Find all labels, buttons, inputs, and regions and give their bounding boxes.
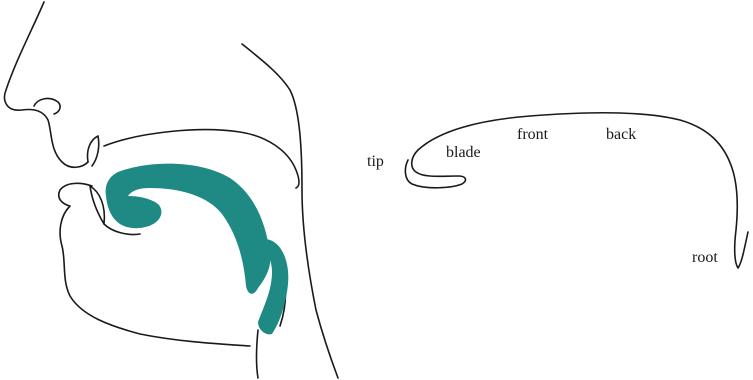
tongue-shape bbox=[106, 164, 271, 294]
tongue-outline bbox=[405, 113, 748, 268]
upper-incisor bbox=[87, 136, 98, 166]
face-profile-upper bbox=[5, 2, 88, 167]
label-tip: tip bbox=[367, 153, 384, 170]
tongue-outline-diagram: tip blade front back root bbox=[367, 113, 748, 268]
label-back: back bbox=[606, 126, 636, 143]
label-root: root bbox=[692, 249, 718, 266]
label-front: front bbox=[517, 126, 549, 143]
lower-incisor bbox=[90, 186, 104, 224]
head-section bbox=[5, 2, 338, 378]
larynx-front-line bbox=[257, 330, 259, 378]
label-blade: blade bbox=[446, 144, 481, 161]
